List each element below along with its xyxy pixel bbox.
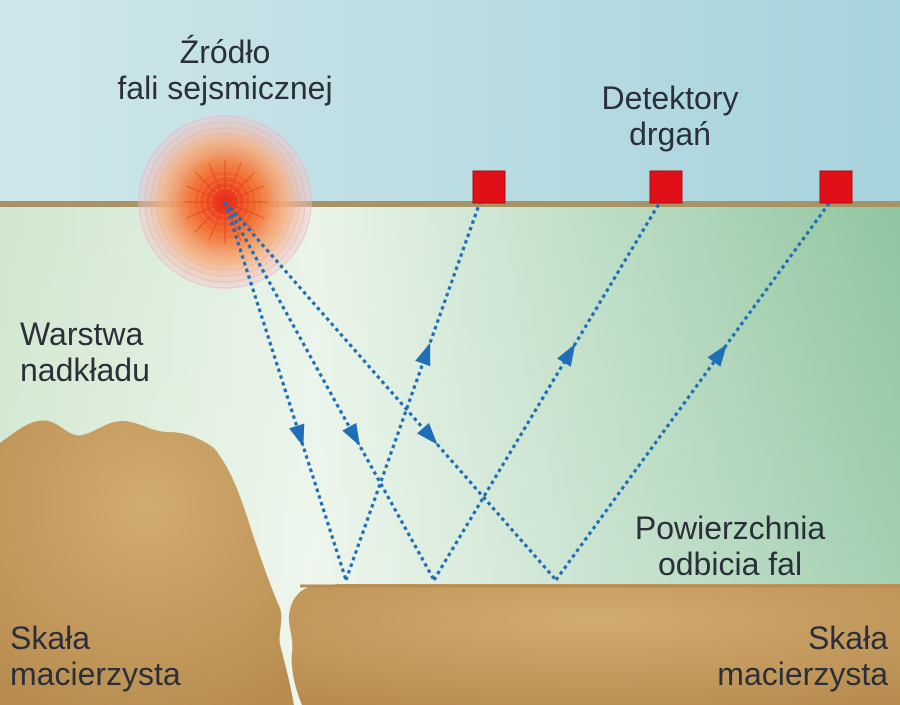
bedrock-right-label-line-1: Skała — [640, 620, 888, 656]
detectors-label: Detektory drgań — [540, 80, 800, 152]
reflection-surface-label: Powierzchnia odbicia fal — [590, 510, 870, 582]
detector-2-icon — [650, 171, 682, 203]
detectors-label-line-1: Detektory — [540, 80, 800, 116]
bedrock-left-label: Skała macierzysta — [10, 620, 230, 692]
reflection-label-line-1: Powierzchnia — [590, 510, 870, 546]
source-label-line-2: fali sejsmicznej — [40, 70, 410, 106]
bedrock-left-label-line-1: Skała — [10, 620, 230, 656]
bedrock-right-label-line-2: macierzysta — [640, 656, 888, 692]
detector-3-icon — [820, 171, 852, 203]
detector-1-icon — [473, 171, 505, 203]
reflection-label-line-2: odbicia fal — [590, 546, 870, 582]
ground-surface-line — [0, 201, 900, 207]
source-label: Źródło fali sejsmicznej — [40, 34, 410, 106]
source-label-line-1: Źródło — [40, 34, 410, 70]
bedrock-left-label-line-2: macierzysta — [10, 656, 230, 692]
detectors-label-line-2: drgań — [540, 116, 800, 152]
overburden-label: Warstwa nadkładu — [20, 316, 190, 388]
bedrock-right-label: Skała macierzysta — [640, 620, 888, 692]
overburden-label-line-2: nadkładu — [20, 352, 190, 388]
overburden-label-line-1: Warstwa — [20, 316, 190, 352]
